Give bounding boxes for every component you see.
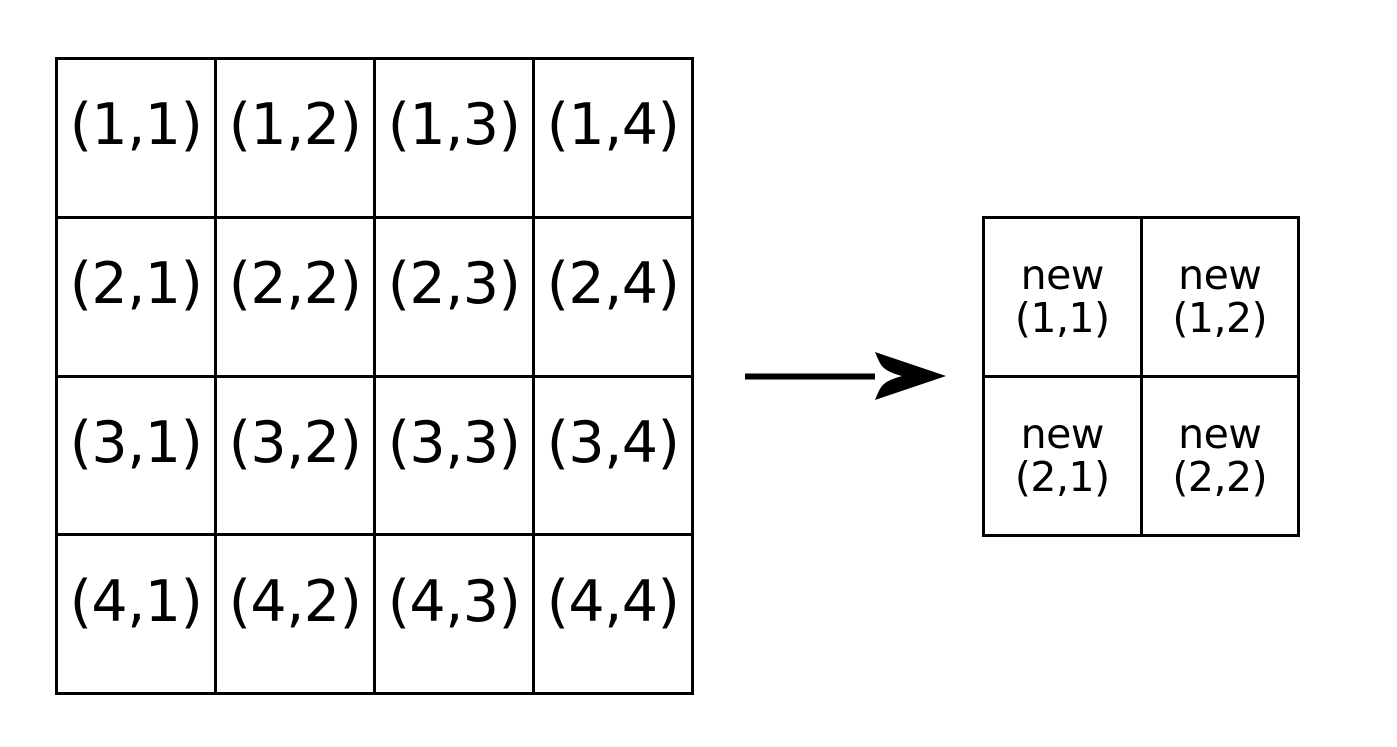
source-cell-2-4: (2,4) [535, 218, 694, 378]
source-cell-1-1: (1,1) [58, 60, 217, 219]
source-cell-label: (4,3) [387, 568, 521, 635]
result-cell-2-2: new (2,2) [1142, 378, 1300, 537]
result-cell-2-1: new (2,1) [985, 378, 1143, 537]
source-cell-label: (3,2) [228, 409, 362, 476]
result-cell-1-1: new (1,1) [985, 219, 1143, 378]
source-cell-3-4: (3,4) [535, 377, 694, 537]
source-cell-1-4: (1,4) [535, 60, 694, 219]
new-matrix-grid: new (1,1) new (1,2) new (2,1) new (2,2) [982, 216, 1300, 537]
source-cell-label: (2,2) [228, 251, 362, 318]
source-cell-4-1: (4,1) [58, 536, 217, 695]
result-cell-coord: (1,1) [1014, 294, 1110, 342]
source-cell-label: (1,2) [228, 92, 362, 159]
source-cell-3-3: (3,3) [376, 377, 535, 537]
source-cell-1-2: (1,2) [217, 60, 376, 219]
result-cell-coord: (2,1) [1014, 453, 1110, 501]
source-cell-label: (4,2) [228, 568, 362, 635]
result-cell-coord: (2,2) [1172, 453, 1268, 501]
result-cell-coord: (1,2) [1172, 294, 1268, 342]
source-cell-label: (1,3) [387, 92, 521, 159]
result-cell-tag: new [1178, 410, 1262, 459]
source-cell-label: (3,1) [69, 409, 203, 476]
result-cell-tag: new [1020, 251, 1105, 300]
source-cell-label: (3,3) [387, 409, 521, 476]
result-cell-tag: new [1178, 251, 1262, 300]
source-cell-1-3: (1,3) [376, 60, 535, 219]
result-cell-1-2: new (1,2) [1142, 219, 1300, 378]
source-cell-4-3: (4,3) [376, 536, 535, 695]
source-cell-label: (4,4) [546, 568, 680, 635]
source-cell-label: (2,3) [387, 251, 521, 318]
source-cell-label: (4,1) [69, 568, 203, 635]
source-cell-label: (2,1) [69, 251, 203, 318]
result-cell-tag: new [1020, 410, 1105, 459]
source-cell-2-1: (2,1) [58, 218, 217, 378]
source-cell-4-4: (4,4) [535, 536, 694, 695]
source-cell-label: (2,4) [546, 251, 680, 318]
source-cell-4-2: (4,2) [217, 536, 376, 695]
right-arrow-icon [745, 352, 946, 400]
source-cell-label: (3,4) [546, 409, 680, 476]
source-cell-3-2: (3,2) [217, 377, 376, 537]
source-cell-3-1: (3,1) [58, 377, 217, 537]
source-cell-2-2: (2,2) [217, 218, 376, 378]
source-cell-label: (1,1) [69, 92, 203, 159]
source-cell-label: (1,4) [546, 92, 680, 159]
source-cell-2-3: (2,3) [376, 218, 535, 378]
original-matrix-grid: (1,1) (1,2) (1,3) (1,4) (2,1) (2,2) (2,3… [55, 57, 694, 695]
